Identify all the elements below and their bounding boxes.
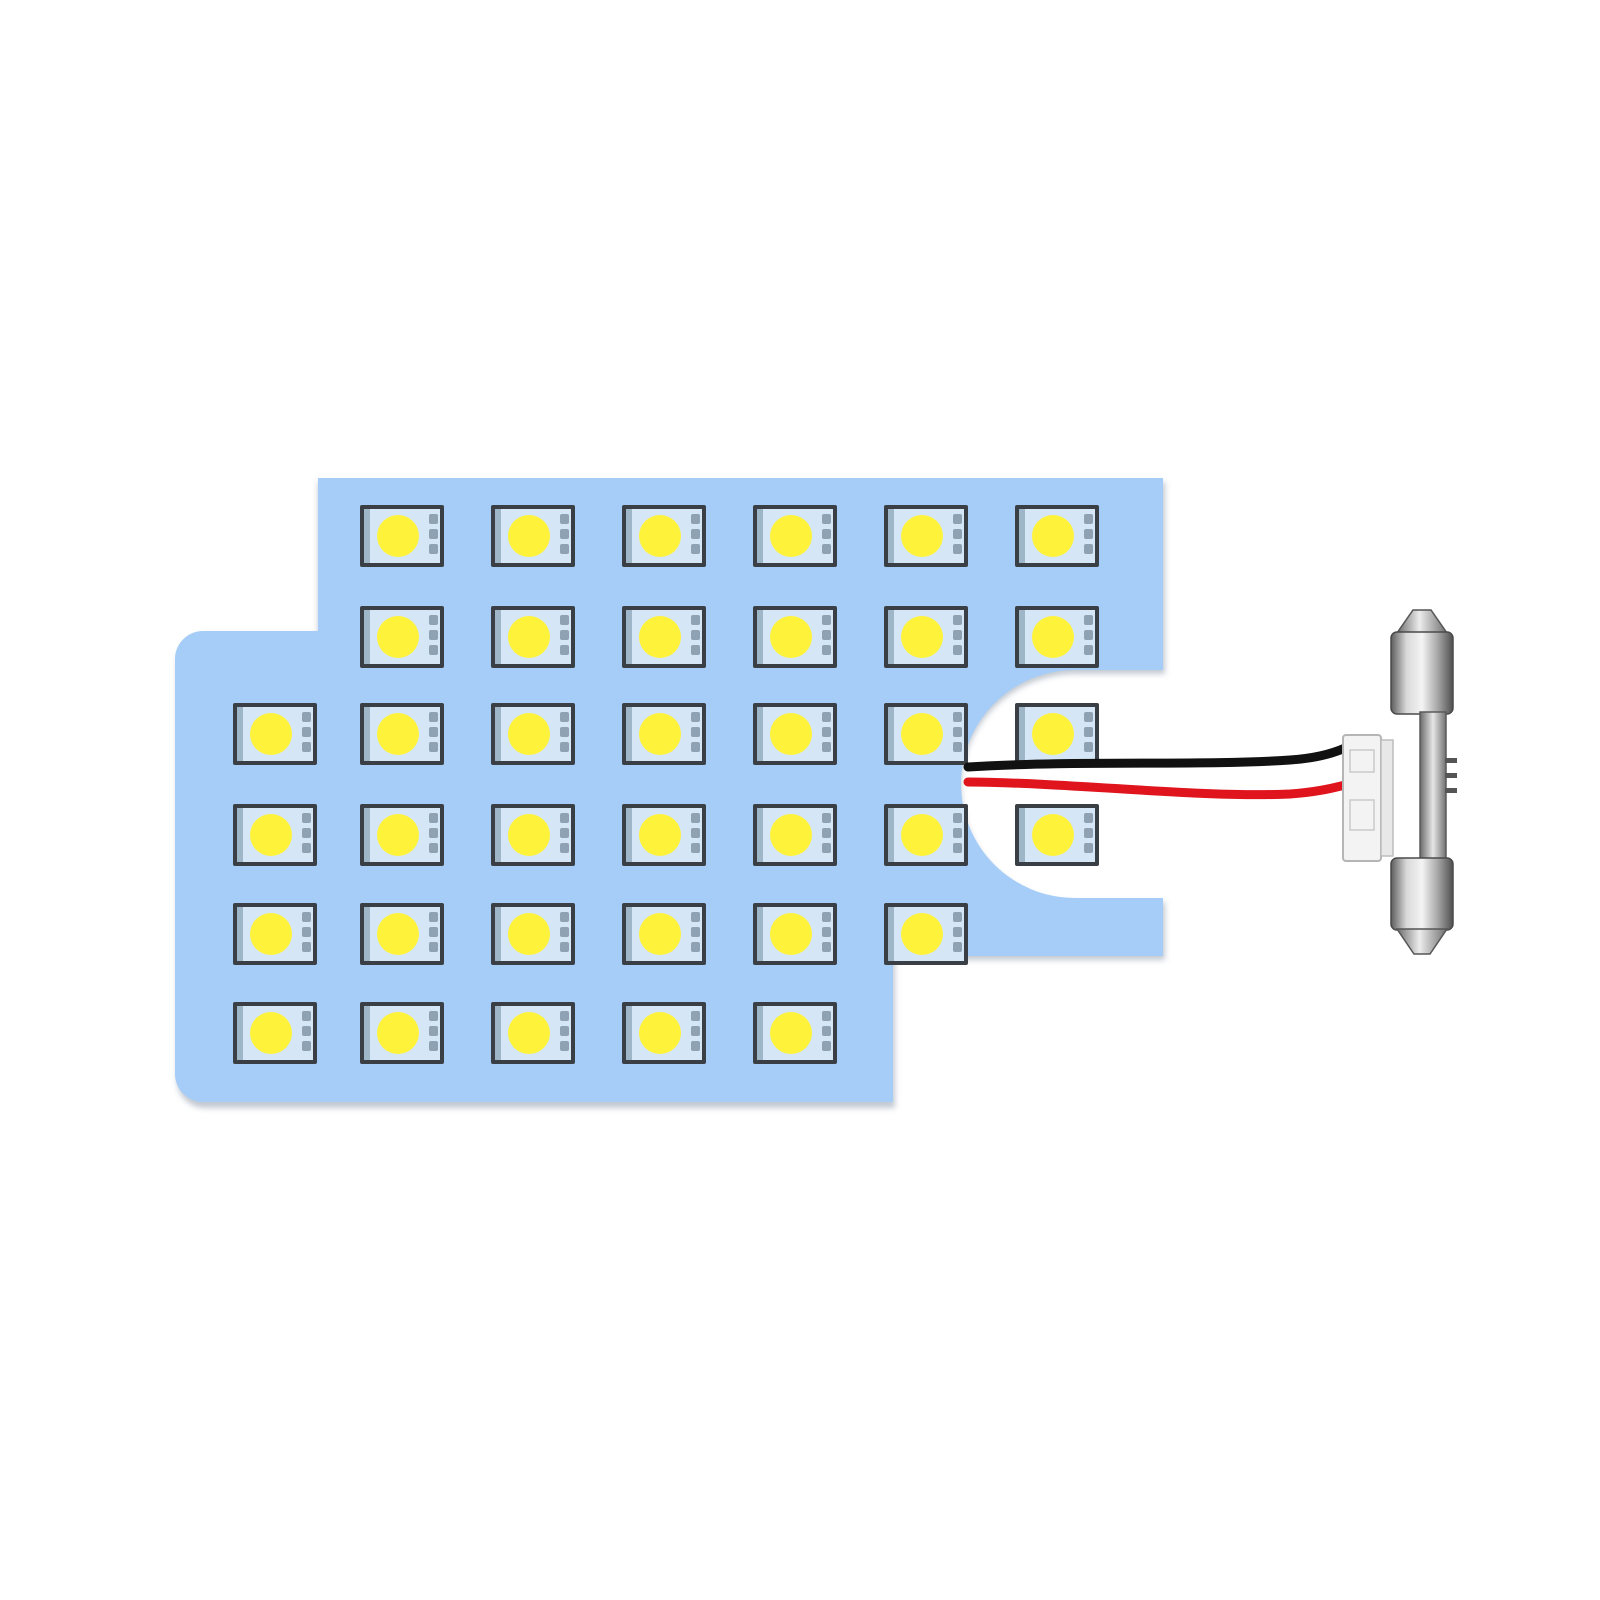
bulb-shaft	[1419, 711, 1447, 863]
smd-led-chip	[884, 703, 968, 765]
smd-led-chip	[491, 703, 575, 765]
smd-led-chip	[622, 903, 706, 965]
smd-led-chip	[884, 804, 968, 866]
smd-led-chip	[884, 903, 968, 965]
bulb-pin	[1445, 788, 1457, 793]
smd-led-chip	[360, 1002, 444, 1064]
smd-led-chip	[360, 703, 444, 765]
smd-led-chip	[1015, 703, 1099, 765]
smd-led-chip	[491, 505, 575, 567]
bulb-top-tip	[1395, 609, 1449, 634]
smd-led-chip	[233, 804, 317, 866]
smd-led-chip	[753, 703, 837, 765]
smd-led-chip	[753, 505, 837, 567]
smd-led-chip	[753, 804, 837, 866]
bulb-bottom-cap	[1390, 857, 1454, 931]
smd-led-chip	[360, 606, 444, 668]
smd-led-chip	[233, 703, 317, 765]
smd-led-chip	[491, 1002, 575, 1064]
smd-led-chip	[360, 903, 444, 965]
smd-led-chip	[1015, 505, 1099, 567]
smd-led-chip	[753, 903, 837, 965]
smd-led-chip	[753, 1002, 837, 1064]
smd-led-chip	[360, 505, 444, 567]
bulb-pin	[1445, 773, 1457, 778]
led-grid	[233, 505, 1099, 1064]
festoon-bulb-adapter	[1342, 609, 1457, 955]
smd-led-chip	[233, 903, 317, 965]
smd-led-chip	[1015, 606, 1099, 668]
smd-led-chip	[360, 804, 444, 866]
smd-led-chip	[233, 1002, 317, 1064]
smd-led-chip	[622, 703, 706, 765]
smd-led-chip	[884, 606, 968, 668]
smd-led-chip	[491, 606, 575, 668]
smd-led-chip	[753, 606, 837, 668]
bulb-top-cap	[1390, 631, 1454, 715]
smd-led-chip	[1015, 804, 1099, 866]
bulb-pin	[1445, 758, 1457, 763]
smd-led-chip	[622, 804, 706, 866]
wire-black	[963, 743, 1350, 772]
power-wire	[963, 743, 1350, 800]
smd-led-chip	[491, 903, 575, 965]
bulb-bottom-tip	[1395, 928, 1449, 955]
smd-led-chip	[884, 505, 968, 567]
smd-led-chip	[622, 606, 706, 668]
wire-red	[963, 777, 1350, 800]
smd-led-chip	[622, 1002, 706, 1064]
wire-connector	[1342, 734, 1394, 862]
smd-led-chip	[491, 804, 575, 866]
smd-led-chip	[622, 505, 706, 567]
